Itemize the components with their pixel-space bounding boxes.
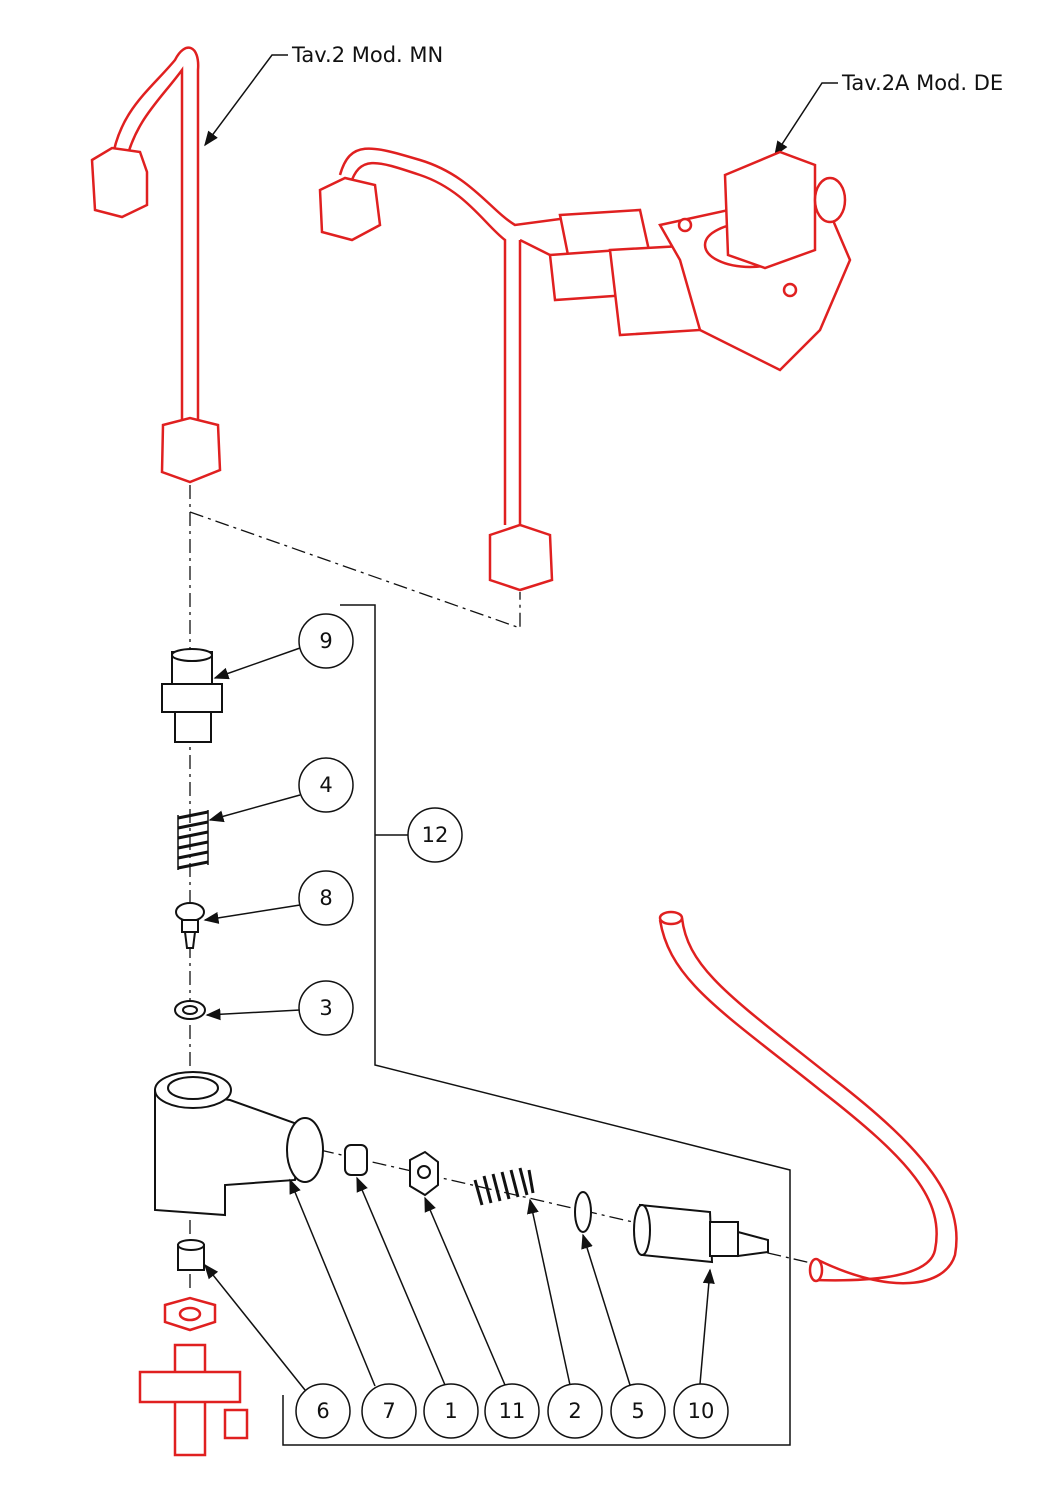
svg-text:2: 2 [568, 1399, 581, 1423]
callout-4: 4 [298, 757, 354, 813]
svg-text:11: 11 [499, 1399, 526, 1423]
part-5-ring [574, 1191, 592, 1233]
callout-5: 5 [610, 1383, 666, 1439]
nut-de-bottom [488, 523, 554, 592]
callout-3: 3 [298, 980, 354, 1036]
valve-connector [723, 150, 817, 270]
part-8-poppet [175, 902, 205, 949]
part-9-fitting [161, 648, 223, 743]
svg-text:4: 4 [319, 773, 332, 797]
callout-7: 7 [361, 1383, 417, 1439]
hose [658, 910, 958, 1285]
nut-mn-top [90, 146, 149, 219]
nut-mn-bottom [160, 416, 222, 484]
callout-6: 6 [295, 1383, 351, 1439]
part-3-washer [174, 1000, 206, 1020]
callout-10: 10 [673, 1383, 729, 1439]
pipe-de [318, 147, 852, 592]
svg-text:10: 10 [688, 1399, 715, 1423]
part-4-spring [177, 810, 209, 870]
svg-text:Tav.2 Mod. MN: Tav.2 Mod. MN [291, 43, 443, 67]
label-model-de: Tav.2A Mod. DE [774, 71, 1003, 157]
callout-11: 11 [484, 1383, 540, 1439]
centerline-horizontal [319, 1149, 821, 1266]
part-10-hose-fitting [633, 1203, 769, 1264]
part-1-cap [344, 1144, 368, 1176]
callout-8: 8 [298, 870, 354, 926]
part-6-plug [177, 1239, 205, 1271]
svg-text:8: 8 [319, 886, 332, 910]
svg-text:6: 6 [316, 1399, 329, 1423]
svg-text:Tav.2A Mod. DE: Tav.2A Mod. DE [841, 71, 1003, 95]
centerline-de [189, 511, 521, 629]
label-model-mn: Tav.2 Mod. MN [204, 43, 443, 147]
pipe-mn [90, 46, 222, 484]
callout-2: 2 [547, 1383, 603, 1439]
svg-text:7: 7 [382, 1399, 395, 1423]
svg-text:3: 3 [319, 996, 332, 1020]
svg-text:5: 5 [631, 1399, 644, 1423]
leader-lines [203, 647, 715, 1391]
assembly-bracket [282, 604, 791, 1446]
svg-text:12: 12 [422, 823, 449, 847]
part-2-spring [473, 1167, 535, 1206]
svg-text:9: 9 [319, 629, 332, 653]
callout-9: 9 [298, 613, 354, 669]
nut-de-top [318, 176, 382, 242]
part-11-nut [409, 1150, 439, 1197]
svg-text:1: 1 [444, 1399, 457, 1423]
callout-1: 1 [423, 1383, 479, 1439]
callout-12: 12 [407, 807, 463, 863]
tee-fitting [138, 1296, 249, 1457]
part-7-elbow-body [154, 1071, 324, 1217]
